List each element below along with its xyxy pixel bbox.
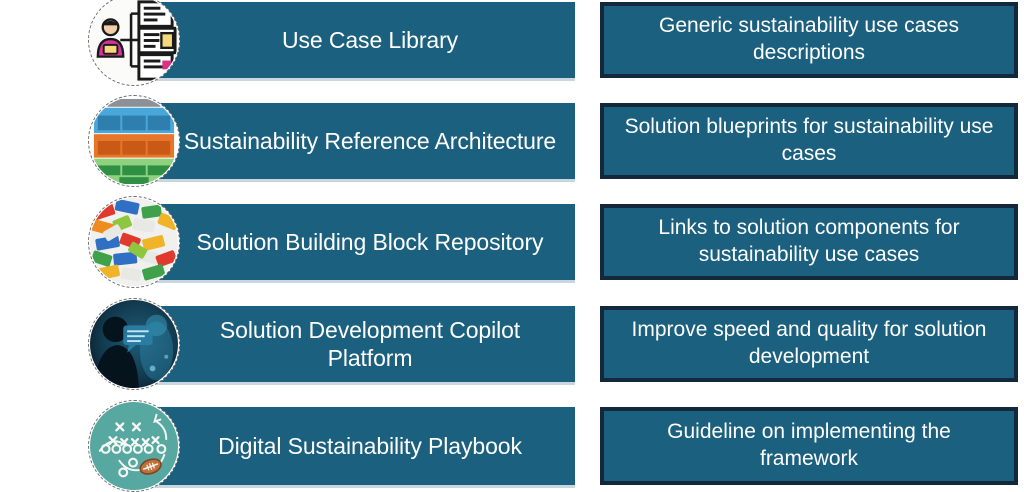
- description-text: Guideline on implementing the framework: [667, 420, 951, 470]
- document-hierarchy-icon: [88, 0, 180, 86]
- description-text: Solution blueprints for sustainability u…: [624, 115, 994, 165]
- framework-row: Solution Development Copilot Platform: [0, 298, 1024, 390]
- description-box-sustainability-reference-architecture[interactable]: Solution blueprints for sustainability u…: [600, 103, 1018, 179]
- description-box-solution-development-copilot-platform[interactable]: Improve speed and quality for solution d…: [600, 306, 1018, 382]
- description-box-use-case-library[interactable]: Generic sustainability use cases descrip…: [600, 2, 1018, 78]
- capability-title: Solution Building Block Repository: [196, 228, 544, 255]
- ai-copilot-icon-art: [90, 300, 178, 388]
- capability-bar-sustainability-reference-architecture[interactable]: Sustainability Reference Architecture: [129, 103, 575, 179]
- description-box-digital-sustainability-playbook[interactable]: Guideline on implementing the framework: [600, 407, 1018, 485]
- description-text: Generic sustainability use cases descrip…: [659, 14, 959, 64]
- capability-title: Digital Sustainability Playbook: [218, 432, 522, 459]
- framework-row: Digital Sustainability Playbook: [0, 400, 1024, 492]
- capability-bar-solution-building-block-repository[interactable]: Solution Building Block Repository: [129, 204, 575, 280]
- playbook-icon: [88, 400, 180, 492]
- document-hierarchy-icon-art: [90, 0, 178, 84]
- framework-row: Sustainability Reference Architecture: [0, 95, 1024, 187]
- framework-row: Use Case Library: [0, 0, 1024, 86]
- capability-bar-digital-sustainability-playbook[interactable]: Digital Sustainability Playbook: [129, 407, 575, 485]
- description-text: Links to solution components for sustain…: [658, 216, 960, 266]
- framework-row: Solution Building Block Repository: [0, 196, 1024, 288]
- layered-architecture-icon-art: [90, 97, 178, 185]
- capability-title: Solution Development Copilot Platform: [219, 316, 521, 371]
- capability-title: Sustainability Reference Architecture: [183, 127, 557, 154]
- capability-bar-solution-development-copilot-platform[interactable]: Solution Development Copilot Platform: [129, 306, 575, 382]
- building-blocks-icon: [88, 196, 180, 288]
- capability-bar-use-case-library[interactable]: Use Case Library: [129, 2, 575, 78]
- building-blocks-icon-art: [90, 198, 178, 286]
- description-text: Improve speed and quality for solution d…: [631, 318, 987, 368]
- layered-architecture-icon: [88, 95, 180, 187]
- capability-title: Use Case Library: [281, 26, 459, 53]
- playbook-icon-art: [90, 402, 178, 490]
- description-box-solution-building-block-repository[interactable]: Links to solution components for sustain…: [600, 204, 1018, 280]
- ai-copilot-icon: [88, 298, 180, 390]
